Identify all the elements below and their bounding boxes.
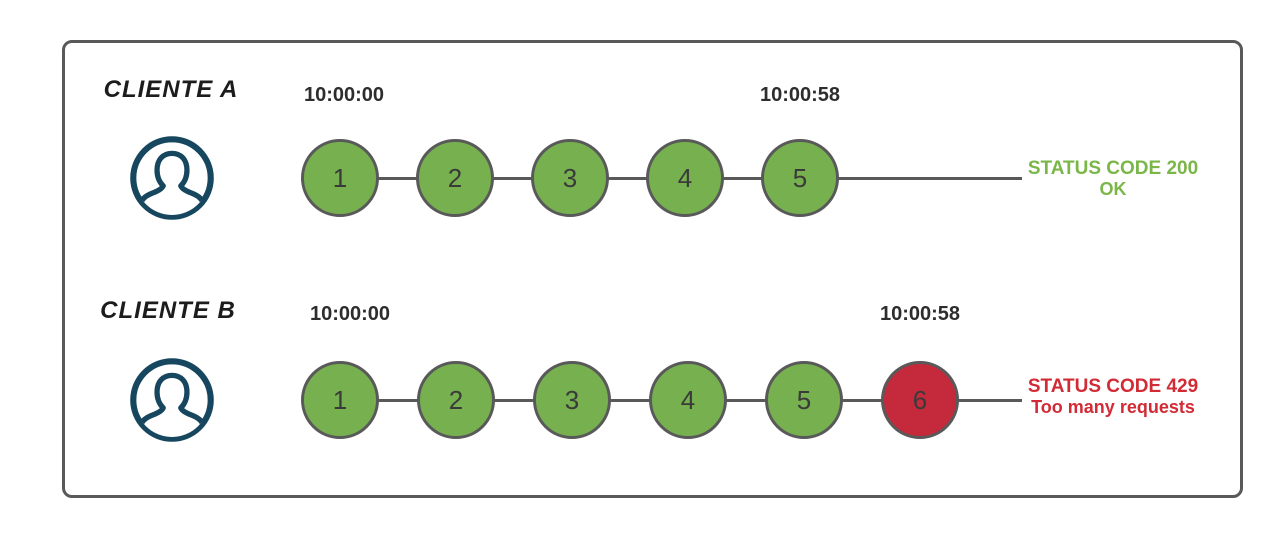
request-number: 6 <box>912 384 928 415</box>
request-circle: 4 <box>646 139 724 217</box>
request-circle: 4 <box>649 361 727 439</box>
request-circle: 2 <box>416 139 494 217</box>
row-b-start-timestamp: 10:00:00 <box>309 303 391 325</box>
request-number: 1 <box>332 162 348 193</box>
request-number: 4 <box>680 384 696 415</box>
request-circle: 1 <box>301 361 379 439</box>
request-circle: 5 <box>761 139 839 217</box>
request-circle: 5 <box>765 361 843 439</box>
status-message-line: OK <box>1099 179 1127 199</box>
request-circle: 3 <box>531 139 609 217</box>
request-number: 5 <box>792 162 808 193</box>
request-circle: 2 <box>417 361 495 439</box>
status-text-row-a: STATUS CODE 200 OK <box>1020 158 1206 200</box>
user-icon <box>130 358 214 442</box>
row-b-end-timestamp: 10:00:58 <box>879 303 961 325</box>
request-number: 4 <box>677 162 693 193</box>
request-number: 1 <box>332 384 348 415</box>
diagram-frame <box>62 40 1243 498</box>
status-text-row-b: STATUS CODE 429 Too many requests <box>1020 376 1206 418</box>
user-icon <box>130 136 214 220</box>
status-message-line: Too many requests <box>1031 397 1195 417</box>
row-a-end-timestamp: 10:00:58 <box>759 84 841 106</box>
request-number: 5 <box>796 384 812 415</box>
request-circle: 1 <box>301 139 379 217</box>
client-b-label: CLIENTE B <box>100 297 236 324</box>
status-code-line: STATUS CODE 429 <box>1027 376 1199 397</box>
request-number: 2 <box>447 162 463 193</box>
row-a-start-timestamp: 10:00:00 <box>303 84 385 106</box>
request-number: 3 <box>562 162 578 193</box>
request-circle-rate-limited: 6 <box>881 361 959 439</box>
request-circle: 3 <box>533 361 611 439</box>
request-number: 3 <box>564 384 580 415</box>
request-number: 2 <box>448 384 464 415</box>
client-a-label: CLIENTE A <box>103 76 239 103</box>
status-code-line: STATUS CODE 200 <box>1027 158 1199 179</box>
